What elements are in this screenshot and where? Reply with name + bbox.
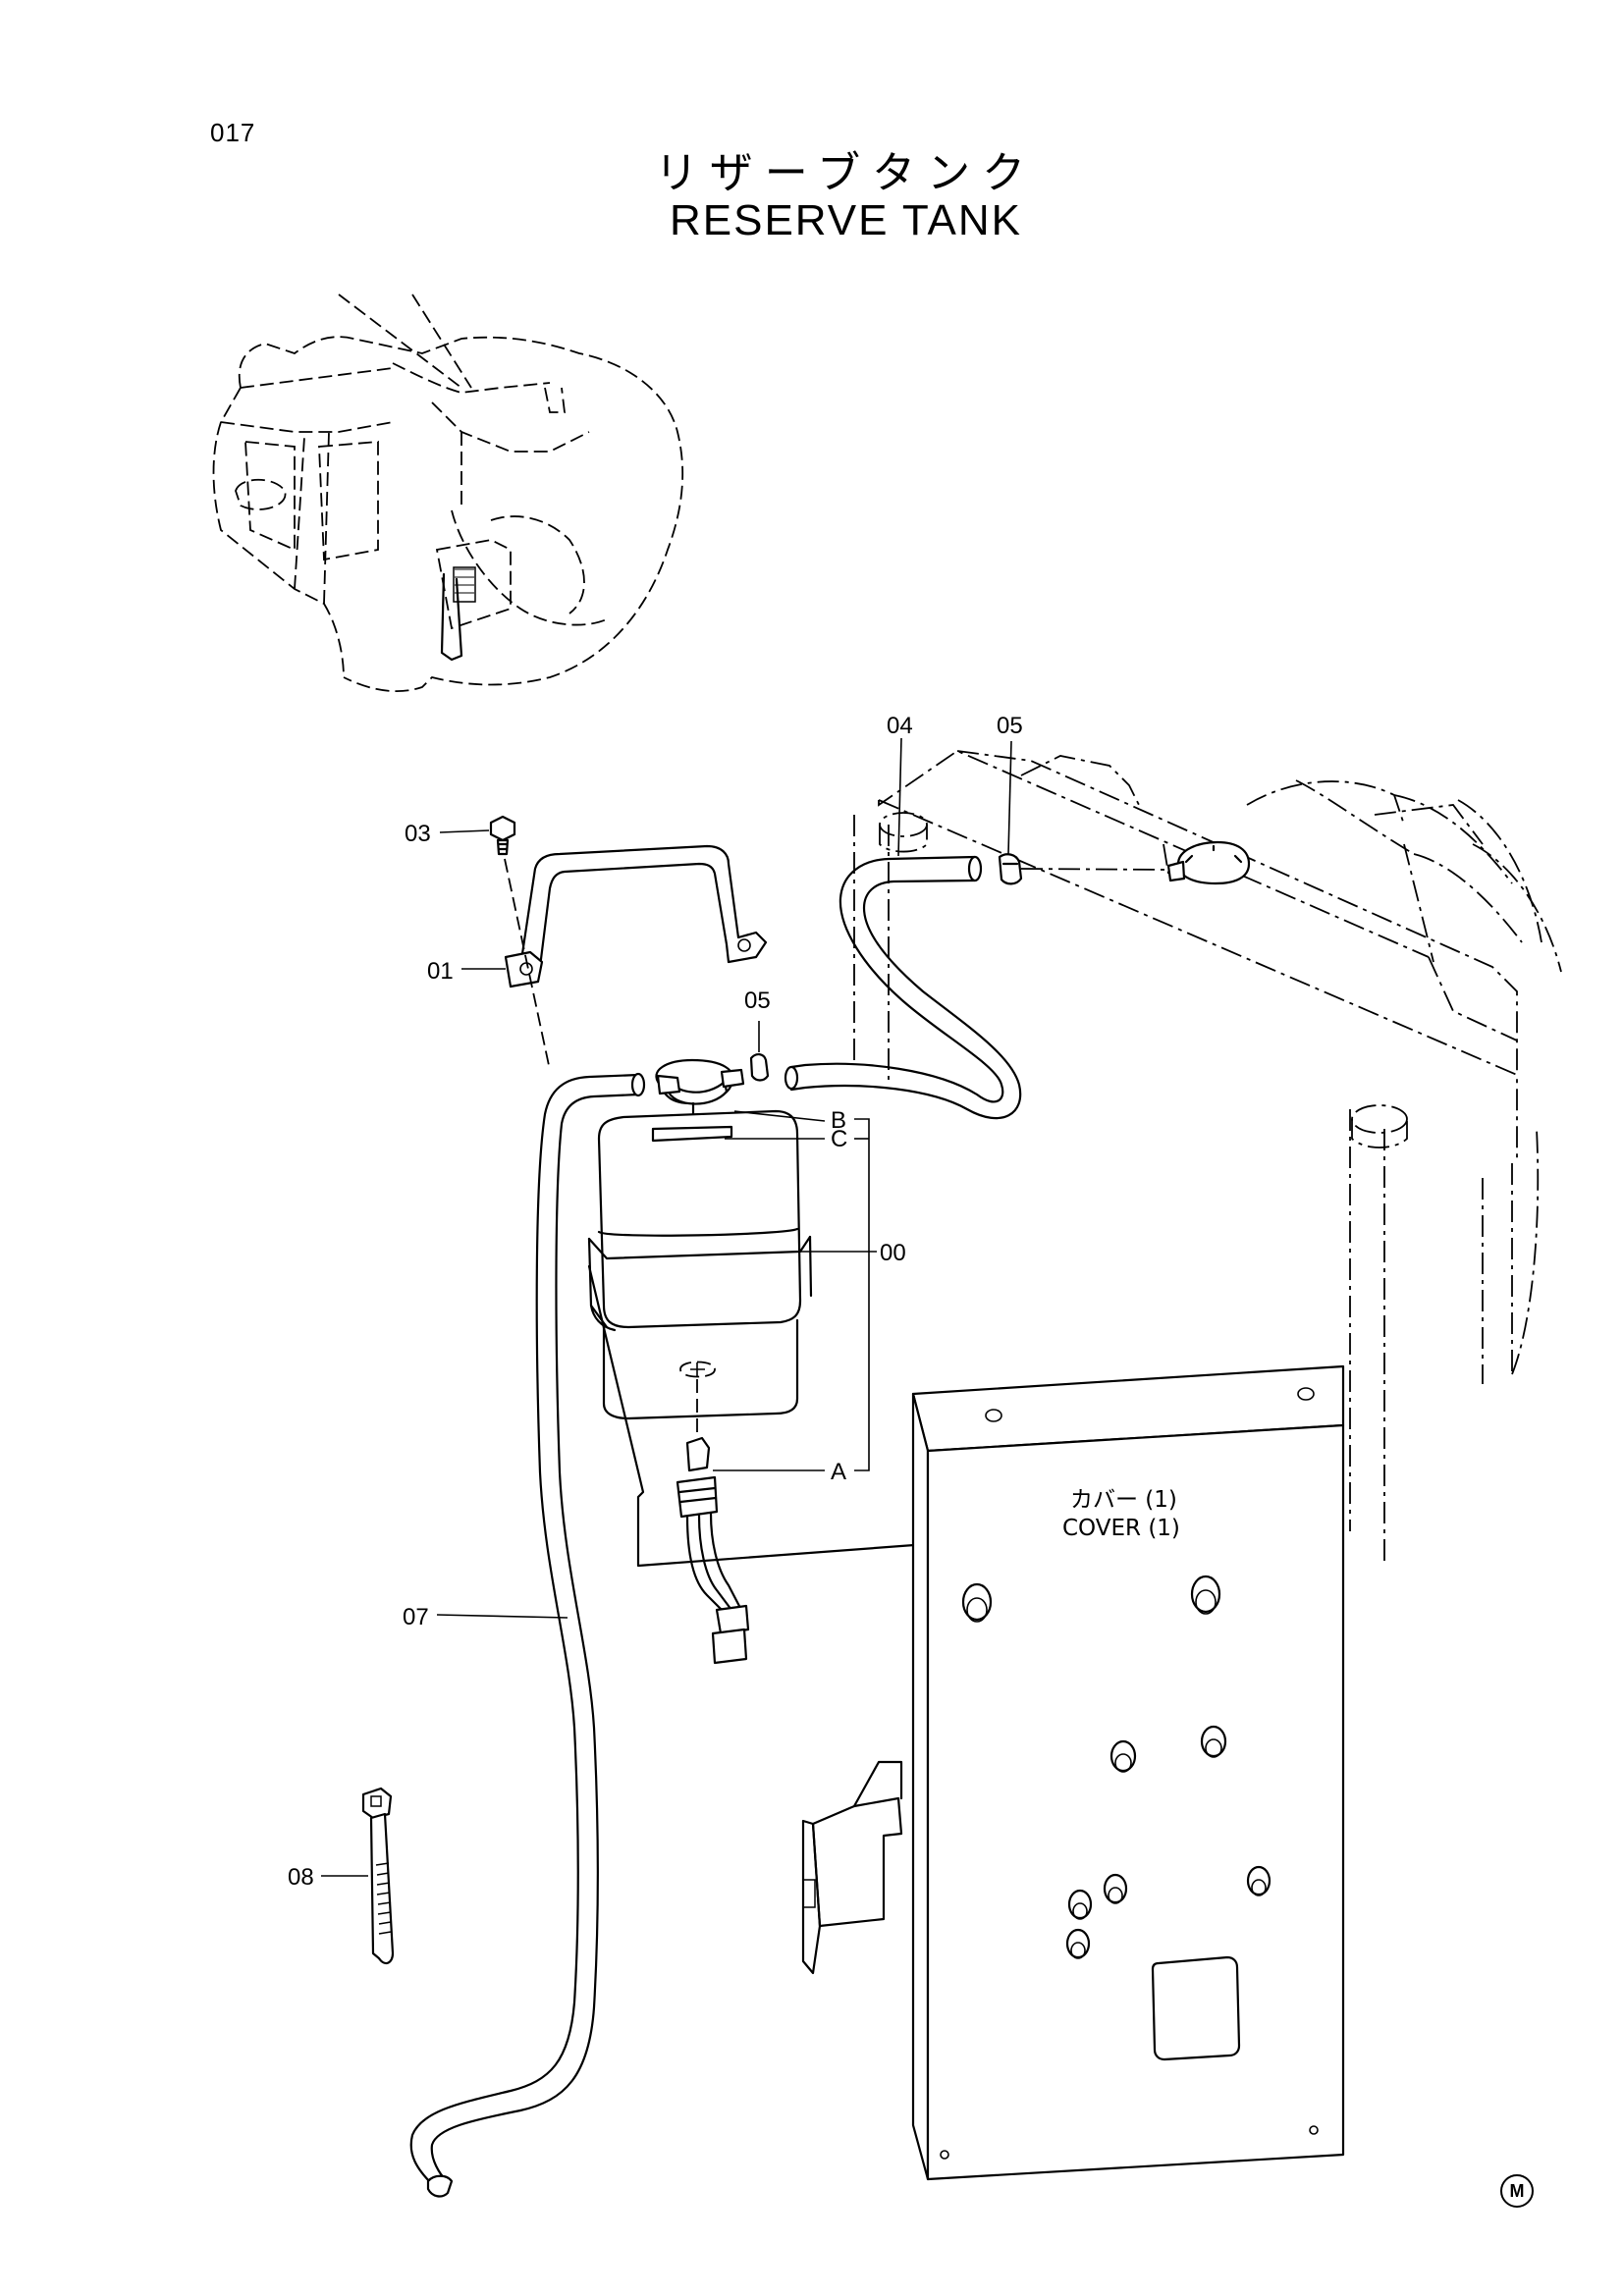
callout-03: 03 [405,821,431,847]
callout-05-upper: 05 [997,713,1023,739]
callout-00: 00 [880,1240,906,1266]
cover-label-en: COVER (1) [1062,1516,1180,1541]
drain-hose-07 [409,1072,646,2198]
title-japanese: リザーブタンク [654,148,1038,198]
callout-a: A [831,1459,846,1485]
radiator-cap [1166,840,1251,885]
radiator-ghost-outline [853,749,1562,1561]
bolt-03 [489,815,516,856]
machine-overview-sketch [212,294,684,693]
centerline-clamp-to-cap [1020,868,1169,871]
level-sensor-a [676,1436,750,1665]
callout-08: 08 [288,1864,314,1891]
callout-05-lower: 05 [744,988,771,1014]
cover-panel [801,1364,1345,2181]
overflow-hose-04 [784,855,1022,1120]
bracket-01 [504,844,768,988]
reserve-tank-body [587,1109,813,1433]
hose-clamp-05-upper [998,853,1023,885]
cover-label-ja: カバー (1) [1070,1487,1177,1513]
manufacturer-mark: M [1500,2174,1534,2208]
page-number: 017 [210,118,256,147]
title-english: RESERVE TANK [669,196,1022,244]
callout-04: 04 [887,713,913,739]
callout-c: C [831,1126,847,1152]
callout-b: B [831,1107,846,1134]
tank-guide-line [587,1264,969,1568]
leader-lines [321,737,1012,1877]
centerline-bolt [504,858,551,1071]
callout-01: 01 [427,958,454,985]
hose-clamp-05-lower [749,1053,770,1082]
callout-07: 07 [403,1604,429,1630]
cable-tie-08 [361,1787,395,1965]
